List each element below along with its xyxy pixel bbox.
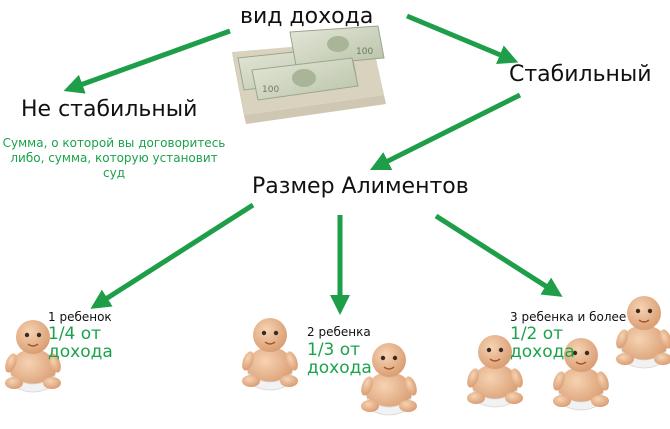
arrow-to-unstable [63,28,231,94]
unstable-label: Не стабильный [21,97,198,122]
money-stack-icon: 100 100 [232,25,386,124]
arrow-stable-to-razmer [369,92,522,171]
child-3-fraction: 1/2 от дохода [510,324,575,362]
stable-label: Стабильный [509,62,652,87]
alimony-size-label: Размер Алиментов [252,174,469,199]
arrow-to-stable [406,13,519,64]
baby-icon-2a [239,317,301,391]
income-type-title: вид дохода [240,4,374,29]
arrow-to-child-3 [434,213,563,297]
baby-icon-3c [613,295,670,369]
child-2-fraction: 1/3 от дохода [307,340,372,378]
arrow-to-child-1 [90,202,255,309]
child-3-label: 3 ребенка и более [510,310,627,324]
unstable-note: Сумма, о которой вы договоритесь либо, с… [2,136,226,180]
child-1-label: 1 ребенок [48,310,112,324]
child-1-fraction: 1/4 от дохода [48,324,113,362]
svg-text:100: 100 [262,85,279,95]
svg-text:100: 100 [356,47,373,57]
child-2-label: 2 ребенка [307,325,371,339]
